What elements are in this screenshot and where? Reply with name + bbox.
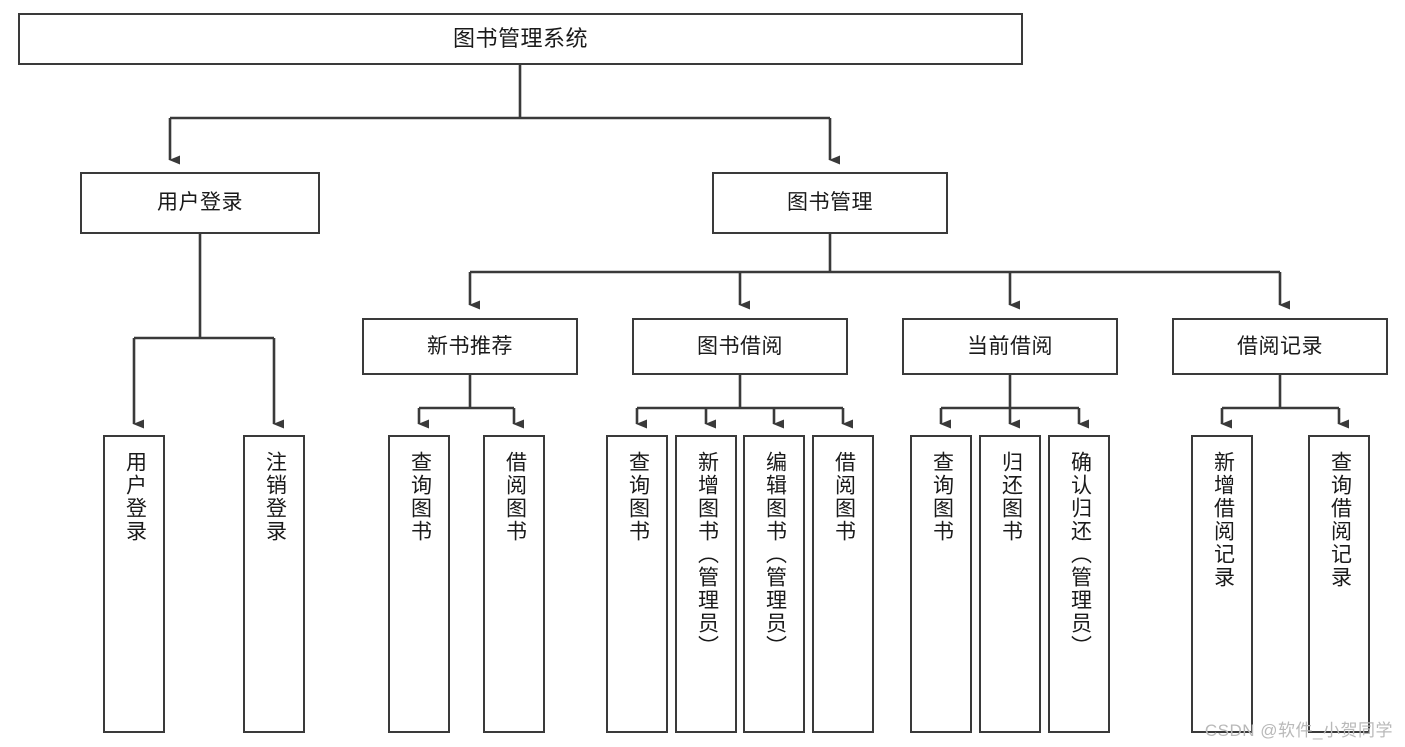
- leaf-book-borrow-query-book[interactable]: 查询图书: [606, 435, 668, 733]
- node-new-book-recommend[interactable]: 新书推荐: [362, 318, 578, 375]
- node-label: 新增图书（管理员）: [695, 451, 719, 658]
- leaf-user-login-login[interactable]: 用户登录: [103, 435, 165, 733]
- leaf-book-borrow-edit-book-admin[interactable]: 编辑图书（管理员）: [743, 435, 805, 733]
- node-label: 归还图书: [999, 451, 1023, 543]
- node-root-book-management-system[interactable]: 图书管理系统: [18, 13, 1023, 65]
- node-label: 图书借阅: [697, 334, 783, 358]
- leaf-current-borrow-return-book[interactable]: 归还图书: [979, 435, 1041, 733]
- leaf-new-book-query-book[interactable]: 查询图书: [388, 435, 450, 733]
- node-label: 图书管理系统: [452, 25, 588, 51]
- node-label: 当前借阅: [967, 334, 1053, 358]
- node-label: 借阅图书: [832, 451, 856, 543]
- node-label: 确认归还（管理员）: [1068, 451, 1092, 658]
- node-label: 用户登录: [123, 451, 147, 543]
- node-label: 查询图书: [930, 451, 954, 543]
- node-label: 新书推荐: [427, 334, 513, 358]
- node-label: 查询借阅记录: [1328, 451, 1352, 589]
- leaf-current-borrow-query-book[interactable]: 查询图书: [910, 435, 972, 733]
- leaf-new-book-borrow-book[interactable]: 借阅图书: [483, 435, 545, 733]
- leaf-user-login-logout[interactable]: 注销登录: [243, 435, 305, 733]
- node-label: 编辑图书（管理员）: [763, 451, 787, 658]
- node-borrow-record[interactable]: 借阅记录: [1172, 318, 1388, 375]
- node-user-login[interactable]: 用户登录: [80, 172, 320, 234]
- node-label: 借阅记录: [1237, 334, 1323, 358]
- leaf-borrow-record-query-record[interactable]: 查询借阅记录: [1308, 435, 1370, 733]
- leaf-book-borrow-borrow-book[interactable]: 借阅图书: [812, 435, 874, 733]
- node-label: 新增借阅记录: [1211, 451, 1235, 589]
- node-label: 查询图书: [626, 451, 650, 543]
- node-book-management[interactable]: 图书管理: [712, 172, 948, 234]
- leaf-current-borrow-confirm-return-admin[interactable]: 确认归还（管理员）: [1048, 435, 1110, 733]
- node-label: 图书管理: [787, 191, 873, 215]
- node-label: 借阅图书: [503, 451, 527, 543]
- node-label: 用户登录: [157, 191, 243, 215]
- node-label: 查询图书: [408, 451, 432, 543]
- leaf-borrow-record-add-record[interactable]: 新增借阅记录: [1191, 435, 1253, 733]
- watermark: CSDN @软件_小贺同学: [1204, 721, 1393, 740]
- node-label: 注销登录: [263, 451, 287, 543]
- node-current-borrow[interactable]: 当前借阅: [902, 318, 1118, 375]
- node-book-borrow[interactable]: 图书借阅: [632, 318, 848, 375]
- leaf-book-borrow-add-book-admin[interactable]: 新增图书（管理员）: [675, 435, 737, 733]
